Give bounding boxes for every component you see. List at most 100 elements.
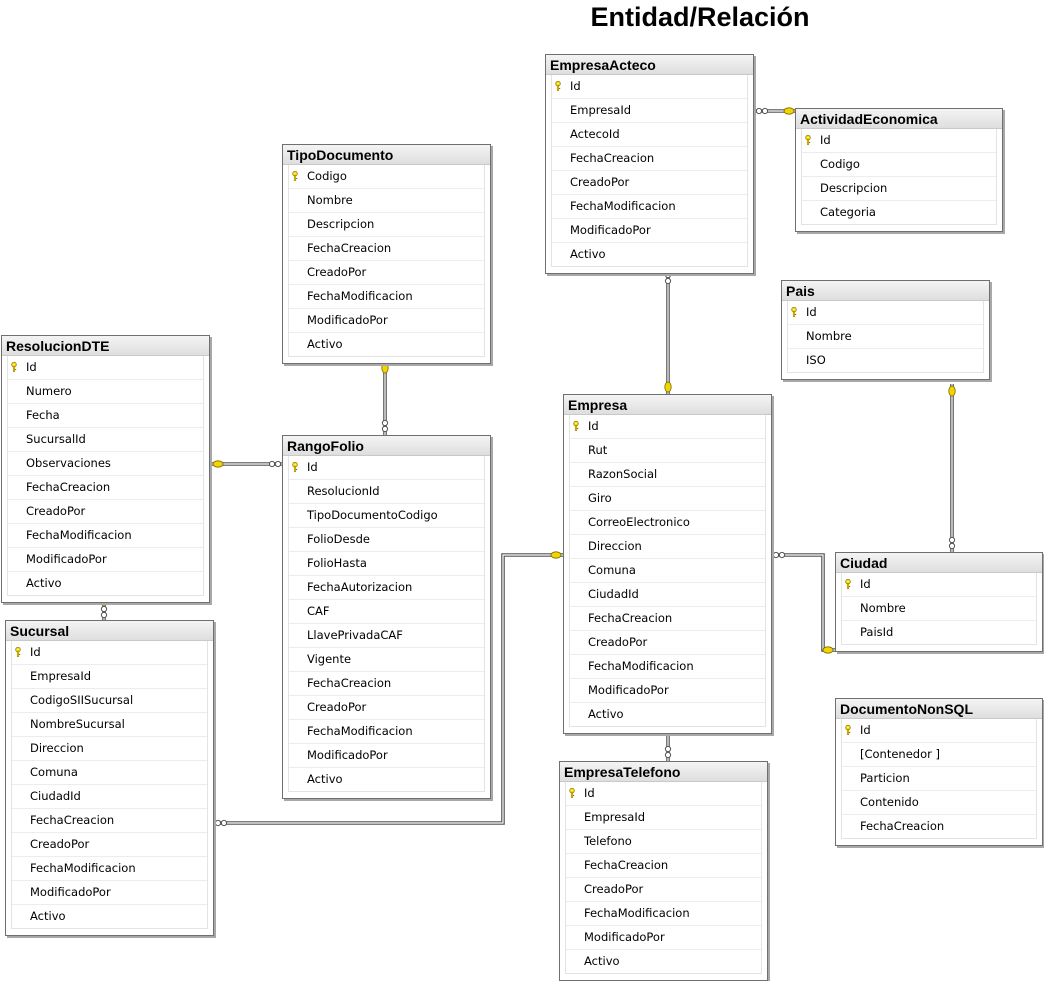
column-row[interactable]: Nombre: [842, 597, 1036, 621]
column-row[interactable]: Comuna: [570, 559, 765, 583]
table-title[interactable]: Sucursal: [6, 621, 213, 641]
column-row[interactable]: Id: [788, 301, 983, 325]
column-row[interactable]: ModificadoPor: [8, 548, 203, 572]
column-row[interactable]: FechaCreacion: [566, 854, 761, 878]
table-title[interactable]: EmpresaTelefono: [560, 762, 767, 782]
column-row[interactable]: Codigo: [802, 153, 996, 177]
column-row[interactable]: Id: [842, 719, 1036, 743]
table-title[interactable]: TipoDocumento: [283, 145, 490, 165]
column-row[interactable]: Particion: [842, 767, 1036, 791]
column-row[interactable]: CreadoPor: [566, 878, 761, 902]
column-row[interactable]: FechaCreacion: [12, 809, 207, 833]
column-row[interactable]: RazonSocial: [570, 463, 765, 487]
column-row[interactable]: FechaModificacion: [289, 285, 484, 309]
column-row[interactable]: Vigente: [289, 648, 484, 672]
column-row[interactable]: ModificadoPor: [566, 926, 761, 950]
column-row[interactable]: Nombre: [788, 325, 983, 349]
column-row[interactable]: Id: [842, 573, 1036, 597]
column-row[interactable]: FechaCreacion: [842, 815, 1036, 838]
column-row[interactable]: NombreSucursal: [12, 713, 207, 737]
column-row[interactable]: ModificadoPor: [289, 744, 484, 768]
column-row[interactable]: FolioHasta: [289, 552, 484, 576]
column-row[interactable]: ResolucionId: [289, 480, 484, 504]
column-row[interactable]: FechaCreacion: [289, 672, 484, 696]
column-row[interactable]: Id: [570, 415, 765, 439]
column-row[interactable]: CiudadId: [570, 583, 765, 607]
column-row[interactable]: FolioDesde: [289, 528, 484, 552]
column-row[interactable]: Codigo: [289, 165, 484, 189]
column-row[interactable]: ISO: [788, 349, 983, 372]
column-row[interactable]: Descripcion: [802, 177, 996, 201]
column-row[interactable]: Activo: [289, 768, 484, 791]
column-row[interactable]: CreadoPor: [289, 261, 484, 285]
column-row[interactable]: Telefono: [566, 830, 761, 854]
column-row[interactable]: Id: [552, 75, 747, 99]
column-row[interactable]: Id: [12, 641, 207, 665]
column-row[interactable]: Direccion: [570, 535, 765, 559]
column-row[interactable]: CreadoPor: [8, 500, 203, 524]
column-row[interactable]: ModificadoPor: [289, 309, 484, 333]
table-title[interactable]: Ciudad: [836, 553, 1042, 573]
column-row[interactable]: Activo: [12, 905, 207, 928]
column-row[interactable]: Activo: [552, 243, 747, 266]
column-row[interactable]: Descripcion: [289, 213, 484, 237]
column-row[interactable]: PaisId: [842, 621, 1036, 644]
column-row[interactable]: EmpresaId: [12, 665, 207, 689]
column-row[interactable]: FechaCreacion: [289, 237, 484, 261]
column-row[interactable]: Activo: [570, 703, 765, 726]
column-row[interactable]: LlavePrivadaCAF: [289, 624, 484, 648]
column-row[interactable]: EmpresaId: [552, 99, 747, 123]
column-row[interactable]: Activo: [566, 950, 761, 973]
column-row[interactable]: Id: [566, 782, 761, 806]
column-row[interactable]: Categoria: [802, 201, 996, 224]
column-row[interactable]: SucursalId: [8, 428, 203, 452]
column-row[interactable]: Giro: [570, 487, 765, 511]
column-row[interactable]: Contenido: [842, 791, 1036, 815]
column-row[interactable]: TipoDocumentoCodigo: [289, 504, 484, 528]
column-row[interactable]: FechaModificacion: [289, 720, 484, 744]
column-row[interactable]: CAF: [289, 600, 484, 624]
column-row[interactable]: Nombre: [289, 189, 484, 213]
column-row[interactable]: Fecha: [8, 404, 203, 428]
column-row[interactable]: FechaModificacion: [552, 195, 747, 219]
table-title[interactable]: RangoFolio: [283, 436, 490, 456]
column-row[interactable]: Rut: [570, 439, 765, 463]
column-row[interactable]: CreadoPor: [12, 833, 207, 857]
table-title[interactable]: ResolucionDTE: [2, 336, 209, 356]
column-row[interactable]: FechaModificacion: [8, 524, 203, 548]
column-row[interactable]: ModificadoPor: [570, 679, 765, 703]
column-row[interactable]: ModificadoPor: [552, 219, 747, 243]
column-row[interactable]: Activo: [289, 333, 484, 356]
column-row[interactable]: Id: [802, 129, 996, 153]
column-row[interactable]: CiudadId: [12, 785, 207, 809]
column-row[interactable]: EmpresaId: [566, 806, 761, 830]
column-row[interactable]: FechaCreacion: [552, 147, 747, 171]
column-row[interactable]: FechaCreacion: [8, 476, 203, 500]
column-row[interactable]: FechaAutorizacion: [289, 576, 484, 600]
table-title[interactable]: DocumentoNonSQL: [836, 699, 1042, 719]
column-row[interactable]: ActecoId: [552, 123, 747, 147]
column-row[interactable]: FechaModificacion: [570, 655, 765, 679]
table-title[interactable]: ActividadEconomica: [796, 109, 1002, 129]
column-row[interactable]: FechaModificacion: [566, 902, 761, 926]
column-row[interactable]: CreadoPor: [552, 171, 747, 195]
column-row[interactable]: CorreoElectronico: [570, 511, 765, 535]
column-row[interactable]: Numero: [8, 380, 203, 404]
column-row[interactable]: Id: [289, 456, 484, 480]
column-row[interactable]: FechaCreacion: [570, 607, 765, 631]
column-row[interactable]: ModificadoPor: [12, 881, 207, 905]
column-row[interactable]: Observaciones: [8, 452, 203, 476]
column-row[interactable]: FechaModificacion: [12, 857, 207, 881]
column-row[interactable]: Comuna: [12, 761, 207, 785]
column-row[interactable]: [Contenedor ]: [842, 743, 1036, 767]
